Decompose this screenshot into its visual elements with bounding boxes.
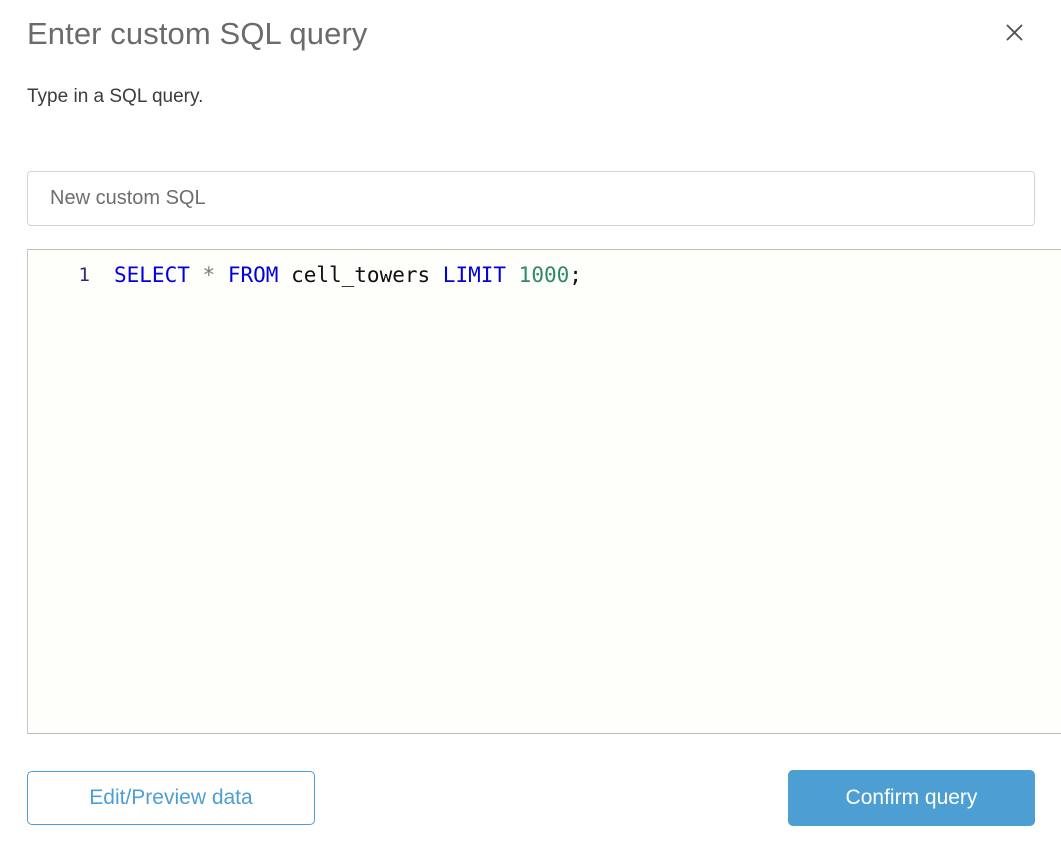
sql-keyword-select: SELECT [114,263,190,287]
sql-operator-star: * [202,263,216,287]
sql-punctuation-semicolon: ; [569,263,582,287]
query-name-input[interactable] [27,171,1035,226]
dialog-title: Enter custom SQL query [27,16,368,51]
sql-number-limit-count: 1000 [518,263,570,287]
close-icon [1005,23,1024,42]
line-number: 1 [78,264,90,286]
sql-space-2 [215,263,228,287]
sql-identifier-table: cell_towers [291,263,431,287]
close-button[interactable] [1000,18,1029,47]
edit-preview-data-button[interactable]: Edit/Preview data [27,771,315,825]
sql-code-editor[interactable]: 1 SELECT * FROM cell_towers LIMIT 1000; [27,249,1061,734]
sql-space-1 [190,263,203,287]
sql-space-5 [506,263,519,287]
sql-keyword-limit: LIMIT [442,263,507,287]
dialog-subtitle: Type in a SQL query. [27,86,204,107]
sql-code-line[interactable]: SELECT * FROM cell_towers LIMIT 1000; [100,264,582,286]
sql-space-4 [430,263,443,287]
confirm-query-button[interactable]: Confirm query [788,770,1035,826]
sql-keyword-from: FROM [227,263,279,287]
sql-space-3 [278,263,291,287]
editor-line: 1 SELECT * FROM cell_towers LIMIT 1000; [28,250,1061,286]
